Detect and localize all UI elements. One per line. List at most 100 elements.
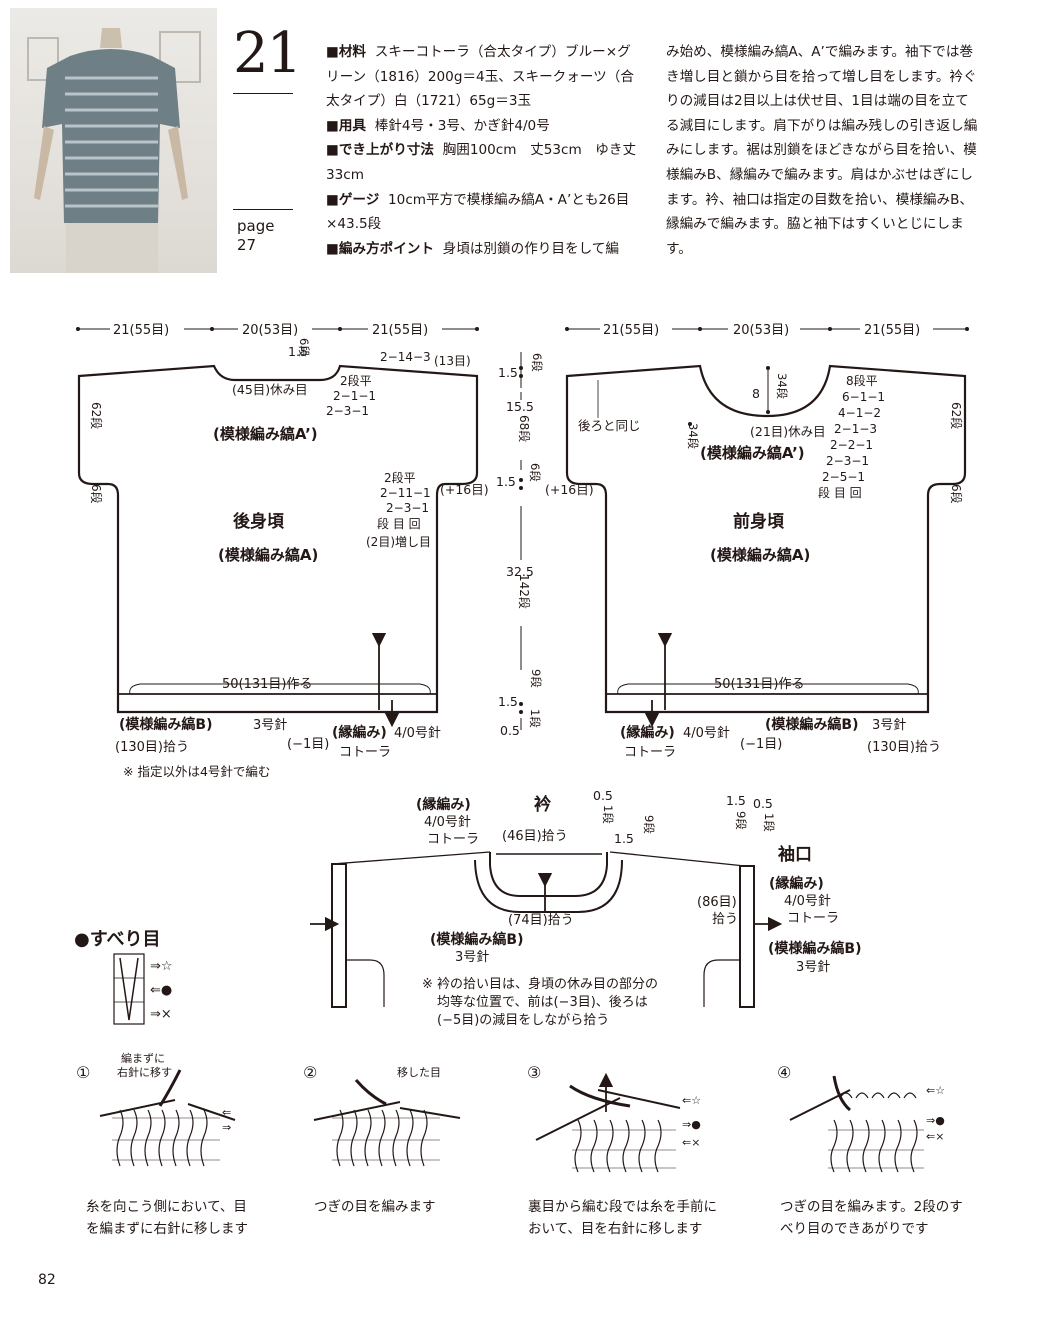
needle-note: ※ 指定以外は4号針で編む (123, 764, 270, 779)
svg-text:2−2−1: 2−2−1 (830, 438, 873, 452)
svg-text:2−3−1: 2−3−1 (386, 501, 429, 515)
slip-step4-illustration: ⇐☆ ⇒● ⇐× (789, 1075, 945, 1173)
svg-text:34段: 34段 (775, 373, 789, 400)
svg-text:(130目)拾う: (130目)拾う (867, 740, 941, 755)
svg-text:(86目): (86目) (697, 895, 737, 910)
collar-title: 衿 (534, 794, 551, 815)
svg-text:34段: 34段 (686, 423, 700, 450)
svg-text:2−1−1: 2−1−1 (333, 389, 376, 403)
svg-text:0.5: 0.5 (500, 723, 520, 738)
svg-text:段 目 回: 段 目 回 (377, 516, 421, 531)
svg-text:62段: 62段 (89, 402, 104, 429)
front-neck-rest: (21目)休み目 (750, 424, 826, 439)
svg-text:2−1−3: 2−1−3 (834, 422, 877, 436)
svg-text:4/0号針: 4/0号針 (784, 894, 831, 909)
svg-text:※ 衿の拾い目は、身頃の休み目の部分の: ※ 衿の拾い目は、身頃の休み目の部分の (422, 976, 658, 992)
step3-caption: 裏目から編む段では糸を手前に おいて、目を右針に移します (528, 1199, 717, 1237)
svg-text:(模様編み縞B): (模様編み縞B) (768, 940, 861, 957)
instructions-text: み始め、模様編み縞A、A’で編みます。袖下では巻き増し目と鎖から目を拾って増し目… (666, 44, 978, 257)
front-body-outline (565, 364, 967, 714)
slip-stitch-title: ●すべり目 (74, 929, 160, 950)
svg-text:3号針: 3号針 (455, 950, 489, 965)
svg-text:1.5: 1.5 (288, 344, 308, 359)
svg-text:(模様編み縞B): (模様編み縞B) (119, 716, 212, 733)
svg-text:⇐●: ⇐● (150, 983, 172, 998)
svg-text:⇐☆: ⇐☆ (682, 1094, 701, 1107)
svg-text:(+16目): (+16目) (545, 482, 594, 497)
svg-text:(模様編み縞B): (模様編み縞B) (765, 716, 858, 733)
cuff-title: 袖口 (778, 844, 812, 865)
svg-text:コトーラ: コトーラ (624, 745, 676, 760)
dim-mid-front: 20(53目) (733, 323, 789, 338)
svg-text:1.5: 1.5 (614, 831, 634, 846)
svg-text:コトーラ: コトーラ (787, 911, 839, 926)
svg-text:(縁編み): (縁編み) (769, 875, 824, 892)
cast-on-label: 50(131目)作る (222, 677, 313, 692)
svg-text:③: ③ (527, 1063, 541, 1082)
svg-text:2−14−3: 2−14−3 (380, 350, 431, 364)
svg-text:6段: 6段 (297, 338, 311, 357)
materials-text: ■材料 スキーコトーラ（合太タイプ）ブルー×グリーン（1816）200g＝4玉、… (326, 44, 637, 257)
svg-text:3号針: 3号針 (796, 960, 830, 975)
svg-text:15.5: 15.5 (506, 399, 534, 414)
svg-text:4/0号針: 4/0号針 (394, 726, 441, 741)
back-neck-rest: (45目)休み目 (232, 382, 308, 397)
svg-text:段 目 回: 段 目 回 (818, 485, 862, 500)
dim-left-front: 21(55目) (603, 323, 659, 338)
svg-text:コトーラ: コトーラ (339, 745, 391, 760)
svg-text:均等な位置で、前は(−3目)、後ろは: 均等な位置で、前は(−3目)、後ろは (437, 994, 648, 1010)
svg-text:(縁編み): (縁編み) (620, 724, 675, 741)
svg-text:拾う: 拾う (712, 912, 738, 927)
dim-mid: 20(53目) (242, 323, 298, 338)
svg-text:⇒×: ⇒× (150, 1007, 172, 1022)
svg-text:2−11−1: 2−11−1 (380, 486, 431, 500)
svg-text:編まずに: 編まずに (121, 1051, 165, 1065)
step1-caption: 糸を向こう側において、目 を編まずに右針に移します (86, 1199, 248, 1237)
svg-text:(46目)拾う: (46目)拾う (502, 829, 568, 844)
svg-text:⇐×: ⇐× (926, 1130, 944, 1143)
svg-text:右針に移す: 右針に移す (117, 1065, 172, 1079)
project-number: 21 (233, 21, 302, 86)
svg-text:4/0号針: 4/0号針 (424, 815, 471, 830)
back-body-outline (77, 364, 479, 714)
svg-text:1段: 1段 (528, 709, 542, 728)
svg-text:(74目)拾う: (74目)拾う (508, 913, 574, 928)
svg-text:8段平: 8段平 (846, 373, 878, 388)
svg-text:1.5: 1.5 (726, 793, 746, 808)
svg-text:②: ② (303, 1063, 317, 1082)
slip-step1-illustration: ⇐ ⇒ (99, 1069, 236, 1167)
divider (233, 209, 293, 210)
cast-on-label-front: 50(131目)作る (714, 677, 805, 692)
svg-text:4−1−2: 4−1−2 (838, 406, 881, 420)
svg-text:2段平: 2段平 (340, 373, 372, 388)
svg-text:6−1−1: 6−1−1 (842, 390, 885, 404)
svg-text:0.5: 0.5 (593, 788, 613, 803)
svg-text:1段: 1段 (762, 813, 776, 832)
svg-text:6段: 6段 (530, 353, 544, 372)
svg-text:後ろと同じ: 後ろと同じ (578, 418, 641, 433)
svg-text:1.5: 1.5 (496, 474, 516, 489)
svg-text:32.5: 32.5 (506, 564, 534, 579)
back-pattern: (模様編み縞A) (218, 546, 318, 564)
svg-text:(模様編み縞B): (模様編み縞B) (430, 931, 523, 948)
svg-text:2−3−1: 2−3−1 (826, 454, 869, 468)
svg-text:⇒☆: ⇒☆ (150, 959, 173, 974)
svg-text:④: ④ (777, 1063, 791, 1082)
svg-text:1.5: 1.5 (498, 694, 518, 709)
svg-text:(−5目)の減目をしながら拾う: (−5目)の減目をしながら拾う (437, 1012, 609, 1028)
svg-text:⇒●: ⇒● (926, 1114, 945, 1127)
svg-text:9段: 9段 (642, 815, 656, 834)
step4-caption: つぎの目を編みます。2段のす べり目のできあがりです (780, 1199, 963, 1237)
svg-text:1.5: 1.5 (498, 365, 518, 380)
svg-text:4/0号針: 4/0号針 (683, 726, 730, 741)
svg-text:(−1目): (−1目) (287, 737, 329, 752)
svg-text:142段: 142段 (517, 574, 532, 609)
svg-text:6段: 6段 (528, 463, 542, 482)
svg-text:⇒●: ⇒● (682, 1118, 701, 1131)
svg-text:(13目): (13目) (434, 354, 471, 368)
front-yoke-pattern: (模様編み縞A’) (700, 444, 805, 462)
svg-text:3号針: 3号針 (872, 718, 906, 733)
divider (233, 93, 293, 94)
dim-right: 21(55目) (372, 323, 428, 338)
